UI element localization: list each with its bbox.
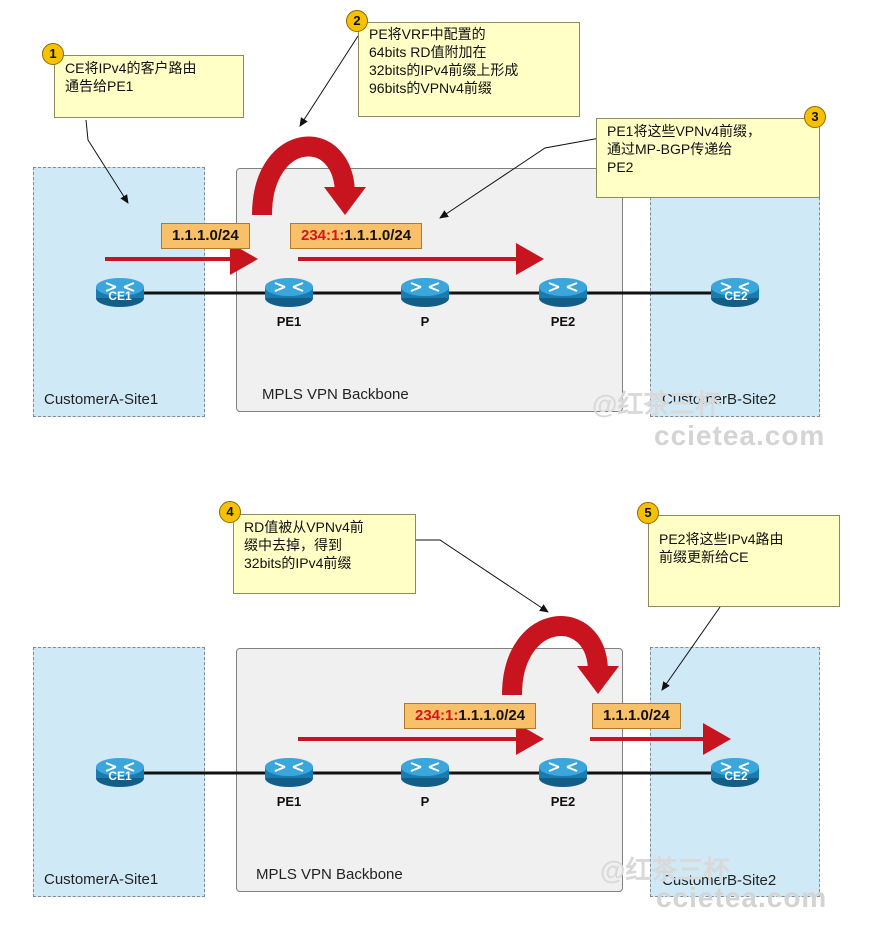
site-label: CustomerA-Site1 xyxy=(44,871,159,888)
router-p-icon xyxy=(400,757,450,788)
router-ce2-text: CE2 xyxy=(724,289,748,303)
step-number-badge: 2 xyxy=(346,10,368,32)
callout-line: 通告给PE1 xyxy=(65,78,134,94)
curved-arrow-head xyxy=(324,187,366,215)
callout-line: 32bits的IPv4前缀上形成 xyxy=(369,62,519,78)
pointer-arrow xyxy=(415,539,549,613)
step-number-badge: 3 xyxy=(804,106,826,128)
rd-value-text: 234:1: xyxy=(415,707,459,724)
watermark: @红茶三杯 xyxy=(600,855,730,885)
pointer-arrow xyxy=(661,606,721,691)
router-pe2-label: PE2 xyxy=(550,314,576,329)
callout-line: RD值被从VPNv4前 xyxy=(244,519,364,535)
router-p-label: P xyxy=(420,794,430,809)
step-number-badge: 1 xyxy=(42,43,64,65)
router-ce2-text: CE2 xyxy=(724,769,748,783)
router-pe2-label: PE2 xyxy=(550,794,576,809)
backbone-label: MPLS VPN Backbone xyxy=(262,386,409,403)
ipv4-prefix-text: 1.1.1.0/24 xyxy=(172,227,239,244)
step-number-badge: 4 xyxy=(219,501,241,523)
curved-arrow xyxy=(502,616,608,696)
curved-arrow xyxy=(252,136,355,216)
callout-line: PE1将这些VPNv4前缀， xyxy=(607,123,762,139)
router-pe2-icon xyxy=(538,277,588,308)
callout-line: 96bits的VPNv4前缀 xyxy=(369,80,492,96)
router-ce1-text: CE1 xyxy=(108,769,132,783)
pointer-arrow xyxy=(299,35,359,127)
watermark: ccietea.com xyxy=(656,882,828,913)
pointer-arrow xyxy=(439,137,601,219)
ipv4-prefix-text: 1.1.1.0/24 xyxy=(344,227,412,244)
ipv4-prefix-text: 1.1.1.0/24 xyxy=(603,707,670,724)
callout-step-1: CE将IPv4的客户路由 通告给PE1 xyxy=(54,55,244,118)
router-ce1-text: CE1 xyxy=(108,289,132,303)
callout-line: 缀中去掉，得到 xyxy=(244,537,342,553)
callout-step-3: PE1将这些VPNv4前缀， 通过MP-BGP传递给 PE2 xyxy=(596,118,820,198)
backbone-label: MPLS VPN Backbone xyxy=(256,866,403,883)
site-label: CustomerA-Site1 xyxy=(44,391,159,408)
ipv4-prefix-box: 1.1.1.0/24 xyxy=(161,223,250,249)
callout-line: PE2将这些IPv4路由 xyxy=(659,531,784,547)
vpnv4-prefix-box: 234:1:1.1.1.0/24 xyxy=(290,223,423,249)
router-p-label: P xyxy=(420,314,430,329)
callout-line: 通过MP-BGP传递给 xyxy=(607,141,733,157)
router-pe2-icon xyxy=(538,757,588,788)
curved-arrow-head xyxy=(577,666,619,694)
callout-line: PE2 xyxy=(607,159,634,175)
callout-line: PE将VRF中配置的 xyxy=(369,26,486,42)
callout-line: 32bits的IPv4前缀 xyxy=(244,555,352,571)
callout-line: 前缀更新给CE xyxy=(659,549,749,565)
router-pe1-label: PE1 xyxy=(276,794,302,809)
callout-step-4: RD值被从VPNv4前 缀中去掉，得到 32bits的IPv4前缀 xyxy=(233,514,416,594)
ipv4-prefix-box: 1.1.1.0/24 xyxy=(592,703,681,729)
router-p-icon xyxy=(400,277,450,308)
router-pe1-label: PE1 xyxy=(276,314,302,329)
callout-step-5: PE2将这些IPv4路由 前缀更新给CE xyxy=(648,515,840,607)
step-number-badge: 5 xyxy=(637,502,659,524)
router-pe1-icon xyxy=(264,757,314,788)
pointer-arrow xyxy=(85,119,129,204)
watermark: @红茶三杯 xyxy=(592,389,722,419)
site-label: CustomerB-Site2 xyxy=(662,872,777,889)
watermark: ccietea.com xyxy=(654,420,826,451)
vpnv4-prefix-box: 234:1:1.1.1.0/24 xyxy=(404,703,537,729)
rd-value-text: 234:1: xyxy=(301,227,345,244)
ipv4-prefix-text: 1.1.1.0/24 xyxy=(458,707,526,724)
callout-step-2: PE将VRF中配置的 64bits RD值附加在 32bits的IPv4前缀上形… xyxy=(358,22,580,117)
router-pe1-icon xyxy=(264,277,314,308)
site-label: CustomerB-Site2 xyxy=(662,391,777,408)
callout-line: 64bits RD值附加在 xyxy=(369,44,487,60)
callout-line: CE将IPv4的客户路由 xyxy=(65,60,197,76)
